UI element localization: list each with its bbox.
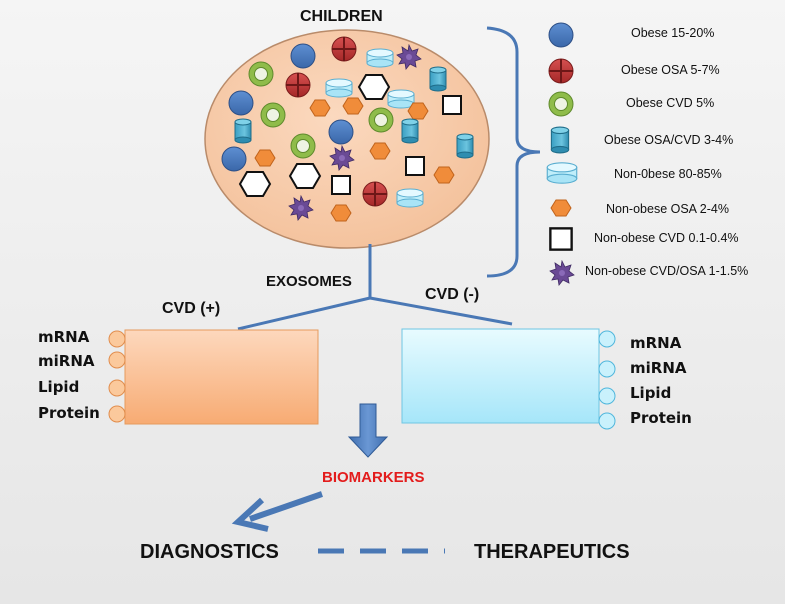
legend-bracket — [486, 26, 541, 278]
orange-hexagon-icon — [330, 204, 352, 222]
blue-circle-icon — [228, 90, 254, 116]
right-cargo-protein: Protein — [630, 409, 692, 427]
legend-blue-circle-icon — [548, 22, 574, 48]
orange-hexagon-icon — [309, 99, 331, 117]
legend-label-non-obese-cvd-osa: Non-obese CVD/OSA 1-1.5% — [585, 264, 749, 278]
right-cargo-mrna: mRNA — [630, 334, 682, 352]
legend-green-ring-icon — [548, 91, 574, 117]
legend-label-obese: Obese 15-20% — [631, 26, 715, 40]
legend-label-non-obese: Non-0bese 80-85% — [614, 167, 722, 181]
light-blue-disc-icon — [325, 78, 353, 98]
blue-circle-icon — [290, 43, 316, 69]
legend-label-non-obese-osa: Non-obese OSA 2-4% — [606, 202, 729, 216]
cvd-negative-exosome-box — [401, 328, 600, 424]
teal-cylinder-icon — [234, 118, 252, 144]
green-ring-icon — [290, 133, 316, 159]
green-ring-icon — [248, 61, 274, 87]
teal-cylinder-icon — [429, 66, 447, 92]
diagnostics-label: DIAGNOSTICS — [140, 541, 279, 563]
white-square-icon — [442, 95, 462, 115]
legend-purple-star-icon — [549, 260, 575, 286]
white-hexagon-icon — [289, 163, 321, 189]
cvd-positive-exosome-box — [124, 329, 319, 425]
children-title: CHILDREN — [300, 8, 383, 25]
orange-hexagon-icon — [407, 102, 429, 120]
left-cargo-mrna: mRNA — [38, 328, 90, 346]
legend-label-obese-osa-cvd: Obese OSA/CVD 3-4% — [604, 133, 734, 147]
legend-label-obese-cvd: Obese CVD 5% — [626, 96, 715, 110]
cvd-negative-branch-line — [369, 296, 513, 326]
down-arrow-icon — [347, 403, 389, 458]
cvd-negative-label: CVD (-) — [425, 286, 480, 303]
diagonal-arrow-shaft — [249, 491, 323, 522]
orange-hexagon-icon — [369, 142, 391, 160]
orange-hexagon-icon — [342, 97, 364, 115]
legend-label-obese-osa: Obese OSA 5-7% — [621, 63, 720, 77]
right-cargo-lipid: Lipid — [630, 384, 672, 402]
blue-circle-icon — [221, 146, 247, 172]
green-ring-icon — [368, 107, 394, 133]
white-square-icon — [405, 156, 425, 176]
green-ring-icon — [260, 102, 286, 128]
cvd-positive-label: CVD (+) — [162, 300, 221, 317]
legend-white-square-icon — [549, 227, 573, 251]
legend-orange-hexagon-icon — [550, 199, 572, 217]
orange-hexagon-icon — [254, 149, 276, 167]
light-blue-disc-icon — [387, 89, 415, 109]
white-hexagon-icon — [358, 74, 390, 100]
red-cross-circle-icon — [331, 36, 357, 62]
legend-label-non-obese-cvd: Non-obese CVD 0.1-0.4% — [594, 231, 739, 245]
legend-icons — [546, 22, 578, 286]
legend-red-cross-circle-icon — [548, 58, 574, 84]
left-cargo-protein: Protein — [38, 404, 100, 422]
teal-cylinder-icon — [456, 133, 474, 159]
white-square-icon — [331, 175, 351, 195]
left-cargo-bulbs — [108, 330, 126, 423]
light-blue-disc-icon — [396, 188, 424, 208]
light-blue-disc-icon — [366, 48, 394, 68]
therapeutics-label: THERAPEUTICS — [474, 541, 630, 563]
right-cargo-bulbs — [598, 330, 616, 430]
orange-hexagon-icon — [433, 166, 455, 184]
right-cargo-mirna: miRNA — [630, 359, 687, 377]
left-cargo-lipid: Lipid — [38, 378, 80, 396]
diagonal-arrow-head-icon — [231, 497, 269, 532]
cvd-positive-branch-line — [237, 296, 371, 331]
blue-circle-icon — [328, 119, 354, 145]
exosomes-label: EXOSOMES — [266, 273, 352, 290]
red-cross-circle-icon — [362, 181, 388, 207]
legend-light-blue-disc-icon — [546, 162, 578, 184]
biomarkers-label: BIOMARKERS — [322, 469, 425, 486]
teal-cylinder-icon — [401, 118, 419, 144]
left-cargo-mirna: miRNA — [38, 352, 95, 370]
white-hexagon-icon — [239, 171, 271, 197]
red-cross-circle-icon — [285, 72, 311, 98]
legend-teal-cylinder-icon — [550, 126, 570, 154]
